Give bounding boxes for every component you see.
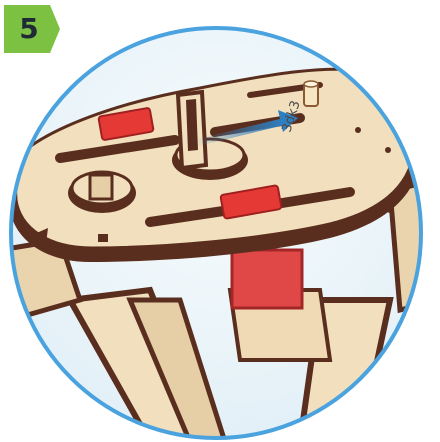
step-badge: 5 [4, 5, 60, 53]
red-block [232, 250, 302, 308]
step-number: 5 [10, 9, 48, 49]
